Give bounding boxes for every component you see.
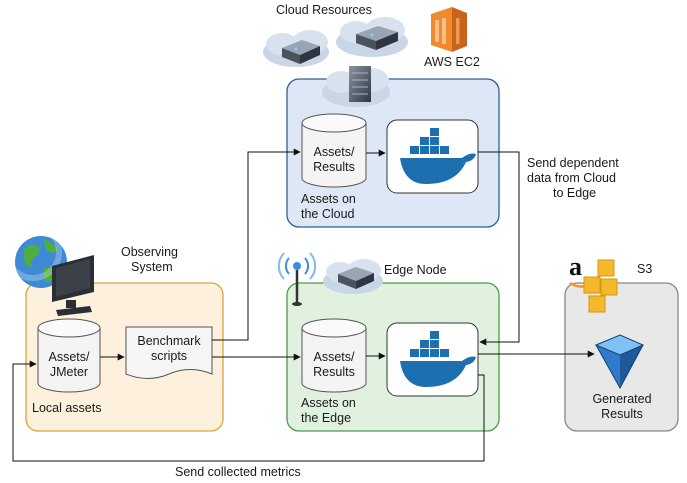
benchmark-script-shape <box>125 326 213 379</box>
server-icon <box>282 40 320 64</box>
observing-title-2: System <box>131 260 173 274</box>
docker-icon <box>386 322 479 397</box>
local-assets-caption: Local assets <box>32 401 102 415</box>
cloud-to-edge-label-1: Send dependent <box>527 156 619 170</box>
amazon-logo-letter: a <box>569 252 582 281</box>
generated-results-label-2: Results <box>601 407 643 421</box>
monitor-icon <box>52 255 94 316</box>
edge-db-label-2: Results <box>313 365 355 379</box>
database-icon <box>301 113 367 188</box>
edge-db-label-1: Assets/ <box>313 350 355 364</box>
edge-caption-2: the Edge <box>301 411 352 425</box>
benchmark-label-1: Benchmark <box>137 334 201 348</box>
antenna-icon <box>277 252 317 306</box>
edge-cloud-to-edge <box>478 151 520 346</box>
s3-bucket-icon <box>583 259 618 313</box>
benchmark-label-2: scripts <box>150 349 188 363</box>
cloud-group-label: Cloud Resources <box>276 3 372 17</box>
cloud-to-edge-label-3: to Edge <box>553 186 597 200</box>
database-icon <box>37 318 101 393</box>
cloud-to-edge-label-2: data from Cloud <box>527 171 616 185</box>
generated-results-label-1: Generated <box>592 392 652 406</box>
local-db-label-2: JMeter <box>49 365 89 379</box>
metrics-label: Send collected metrics <box>175 465 301 479</box>
server-icon <box>356 26 398 50</box>
database-icon <box>301 318 367 393</box>
docker-icon <box>386 119 479 194</box>
local-db-label-1: Assets/ <box>48 350 90 364</box>
edge-scripts-to-cloud <box>212 148 301 341</box>
edge-node-label: Edge Node <box>384 263 447 277</box>
server-icon <box>338 267 374 289</box>
gem-icon <box>594 334 645 390</box>
server-icon <box>349 66 371 102</box>
cloud-caption-1: Assets on <box>301 192 356 206</box>
edge-caption-1: Assets on <box>301 396 356 410</box>
cloud-caption-2: the Cloud <box>301 207 355 221</box>
cloud-db-label-2: Results <box>313 160 355 174</box>
aws-ec2-icon <box>431 7 467 52</box>
edge-metrics-back <box>12 360 485 462</box>
aws-ec2-label: AWS EC2 <box>424 55 480 69</box>
cloud-db-label-1: Assets/ <box>313 145 355 159</box>
s3-label: S3 <box>637 262 653 276</box>
observing-title-1: Observing <box>121 245 178 259</box>
